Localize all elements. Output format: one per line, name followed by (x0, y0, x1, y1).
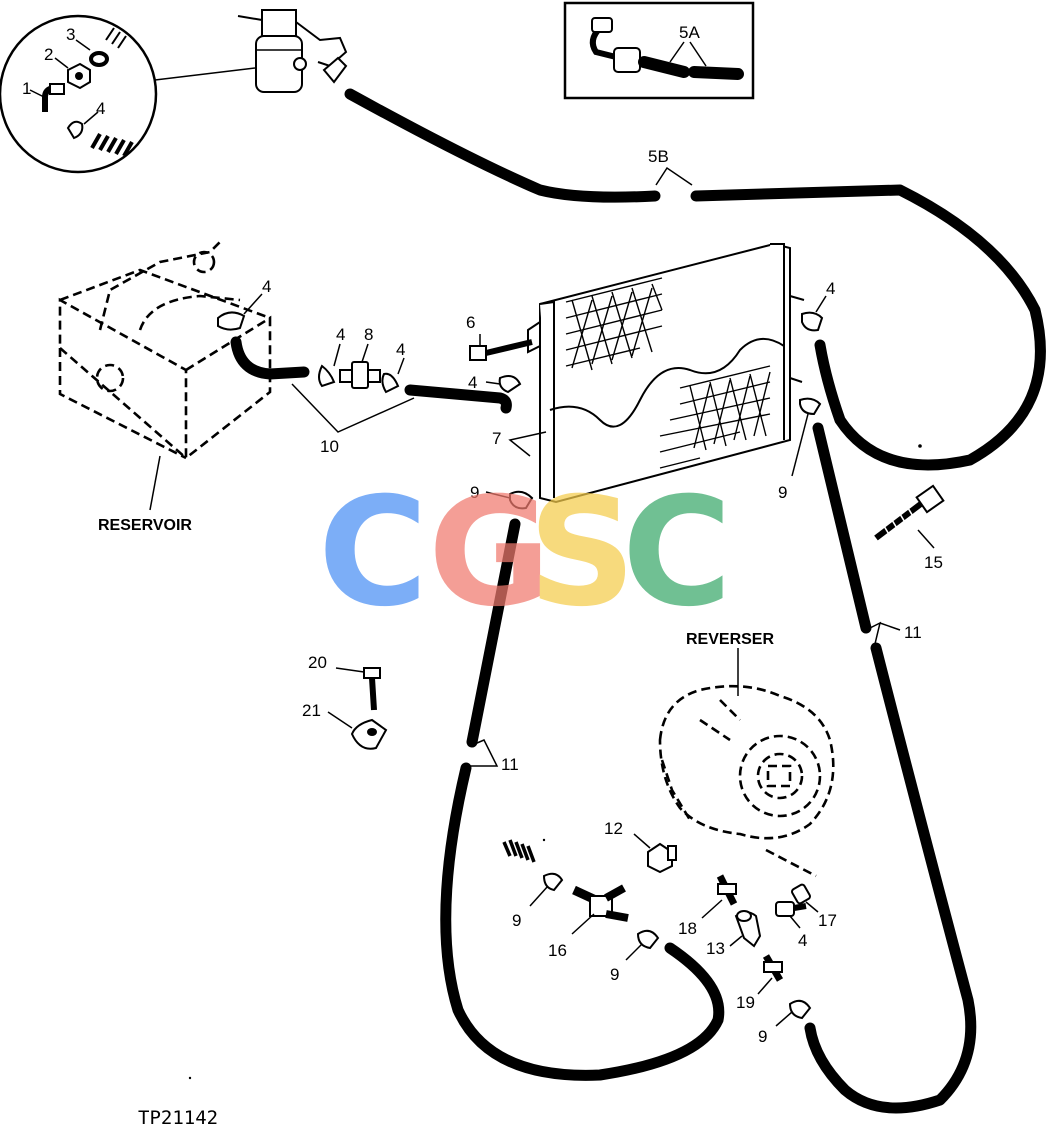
label-4-left: 4 (336, 325, 345, 344)
label-5a: 5A (679, 23, 700, 42)
leader-reservoir (149, 455, 161, 511)
label-9-bottom: 9 (758, 1027, 767, 1046)
reservoir-tank (58, 239, 272, 461)
label-9-lower: 9 (610, 965, 619, 984)
label-17: 17 (818, 911, 837, 930)
label-11-right: 11 (904, 623, 922, 642)
label-8: 8 (364, 325, 373, 344)
watermark-letter-s: S (528, 466, 636, 640)
clamp-9-bottom (788, 999, 812, 1020)
watermark-logo: C G S C (318, 466, 732, 640)
leader-7 (508, 431, 547, 457)
label-19: 19 (736, 993, 755, 1012)
label-5b: 5B (648, 147, 669, 166)
hose-11-left-upper (466, 518, 521, 748)
clamp-4-mid (381, 372, 400, 394)
clamp-9-tee (542, 872, 564, 892)
clamp-4-cooler (498, 375, 522, 394)
bolt-20 (335, 667, 381, 711)
clamp-9-left (509, 490, 534, 510)
plug-12 (633, 833, 677, 874)
label-4-low: 4 (798, 931, 807, 950)
reverser-callout: REVERSER (686, 631, 774, 648)
label-4-reservoir: 4 (262, 277, 271, 296)
label-20: 20 (308, 653, 327, 672)
watermark-letter-c1: C (318, 466, 428, 640)
hose-11-right-upper (812, 422, 872, 634)
hose-5a-detail (563, 1, 755, 100)
label-21: 21 (302, 701, 321, 720)
label-9-tee: 9 (512, 911, 521, 930)
hose-10-right (404, 384, 512, 414)
label-13: 13 (706, 939, 725, 958)
reservoir-callout: RESERVOIR (98, 517, 192, 534)
clamp-4-left (318, 364, 336, 388)
watermark-letter-g: G (428, 466, 551, 640)
fitting-19 (757, 954, 784, 995)
label-1: 1 (22, 79, 31, 98)
bolt-15 (874, 484, 945, 549)
watermark-letter-c2: C (622, 466, 732, 640)
fitting-4-lower (775, 901, 807, 929)
leader-11-left (469, 739, 499, 767)
label-4-mid: 4 (396, 340, 405, 359)
fitting-17 (791, 883, 819, 913)
label-4-inset: 4 (96, 99, 105, 118)
fitting-18 (701, 874, 738, 919)
oil-cooler (527, 242, 805, 504)
label-11-left: 11 (501, 755, 519, 774)
label-2: 2 (44, 45, 53, 64)
filter-detail-inset (0, 14, 256, 174)
label-9-right: 9 (778, 483, 787, 502)
label-12: 12 (604, 819, 623, 838)
label-4-cooler: 4 (468, 373, 477, 392)
hose-5b-left (344, 88, 661, 203)
clamp-4-right (801, 311, 824, 332)
hose-11-right-lower (804, 642, 977, 1114)
label-10: 10 (320, 437, 339, 456)
clamp-9-lower (636, 929, 660, 950)
clamp-9-right (799, 397, 822, 416)
hose-11-left-lower (440, 762, 725, 1081)
filter-assembly (237, 9, 348, 93)
label-7: 7 (492, 429, 501, 448)
label-9-left: 9 (470, 483, 479, 502)
reverser-housing (658, 684, 835, 878)
hose-5b-right (690, 184, 1046, 471)
leader-10 (291, 383, 415, 433)
label-6: 6 (466, 313, 475, 332)
label-4-right: 4 (826, 279, 835, 298)
spring-clamp (502, 839, 536, 863)
elbow-13 (729, 910, 762, 948)
label-15: 15 (924, 553, 943, 572)
bolt-6 (469, 334, 533, 361)
figure-id: TP21142 (138, 1107, 218, 1129)
clip-21 (327, 711, 388, 750)
label-18: 18 (678, 919, 697, 938)
label-3: 3 (66, 25, 75, 44)
leader-5b (655, 166, 693, 186)
tee-16 (571, 884, 629, 935)
label-16: 16 (548, 941, 567, 960)
clamp-4-reservoir (217, 311, 246, 331)
